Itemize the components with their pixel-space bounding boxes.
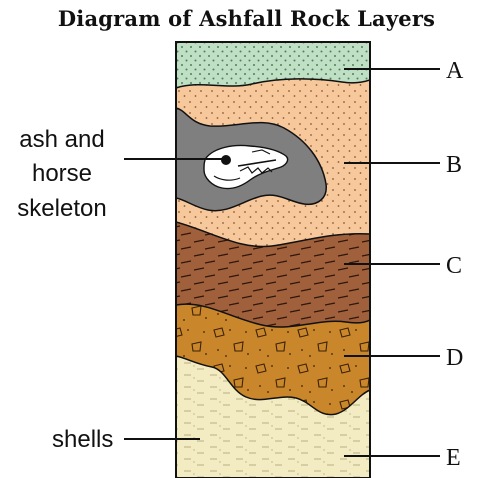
layer-letter-a: A: [446, 58, 464, 84]
ash-label-line2: horse: [32, 160, 92, 187]
ash-label-line3: skeleton: [17, 195, 106, 222]
layer-letter-c: C: [446, 253, 462, 279]
shells-label: shells: [52, 426, 113, 453]
layer-letter-d: D: [446, 345, 463, 371]
layer-letter-b: B: [446, 152, 462, 178]
ash-label-line1: ash and: [19, 126, 104, 153]
layer-letter-e: E: [446, 445, 461, 471]
